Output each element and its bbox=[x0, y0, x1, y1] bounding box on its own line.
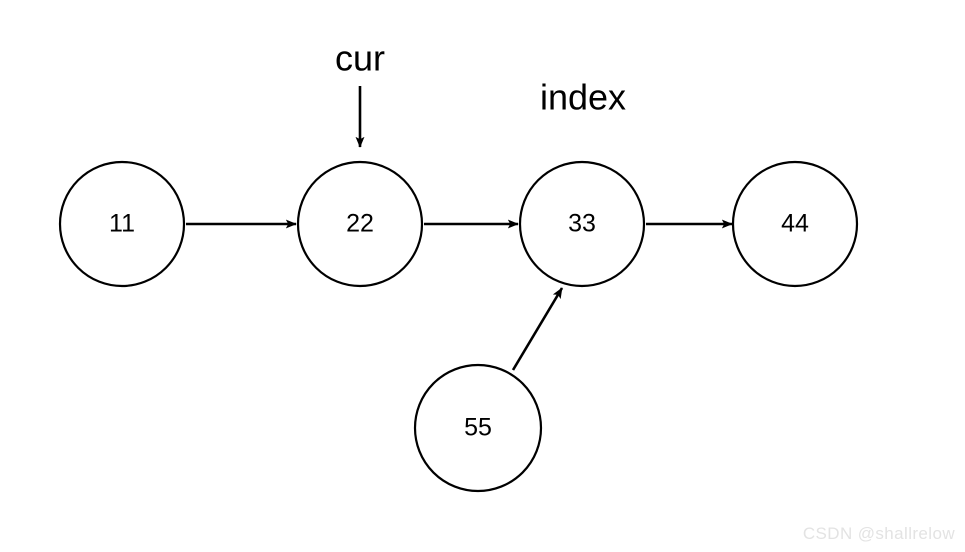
node-11-circle[interactable] bbox=[58, 160, 186, 288]
index-pointer-group: index bbox=[540, 77, 626, 118]
csdn-watermark: CSDN @shallrelow bbox=[802, 524, 955, 543]
cur-pointer-label: cur bbox=[335, 38, 385, 79]
node-group: 11 22 33 44 55 bbox=[58, 160, 859, 493]
node-11[interactable]: 11 bbox=[58, 160, 186, 288]
node-11-label: 11 bbox=[109, 210, 135, 238]
node-22-circle[interactable] bbox=[296, 160, 424, 288]
node-33-label: 33 bbox=[568, 210, 596, 238]
node-55-label: 55 bbox=[464, 414, 492, 442]
node-22-label: 22 bbox=[346, 210, 374, 238]
node-33[interactable]: 33 bbox=[518, 160, 646, 288]
node-33-circle[interactable] bbox=[518, 160, 646, 288]
node-44[interactable]: 44 bbox=[731, 160, 859, 288]
cur-pointer-group: cur bbox=[335, 38, 385, 148]
index-pointer-label: index bbox=[540, 77, 626, 118]
node-44-label: 44 bbox=[781, 210, 809, 238]
edge-node55-to-node33 bbox=[511, 287, 564, 371]
node-22[interactable]: 22 bbox=[296, 160, 424, 288]
node-44-circle[interactable] bbox=[731, 160, 859, 288]
node-55-circle[interactable] bbox=[413, 363, 543, 493]
node-55[interactable]: 55 bbox=[413, 363, 543, 493]
edge-group bbox=[186, 219, 733, 371]
